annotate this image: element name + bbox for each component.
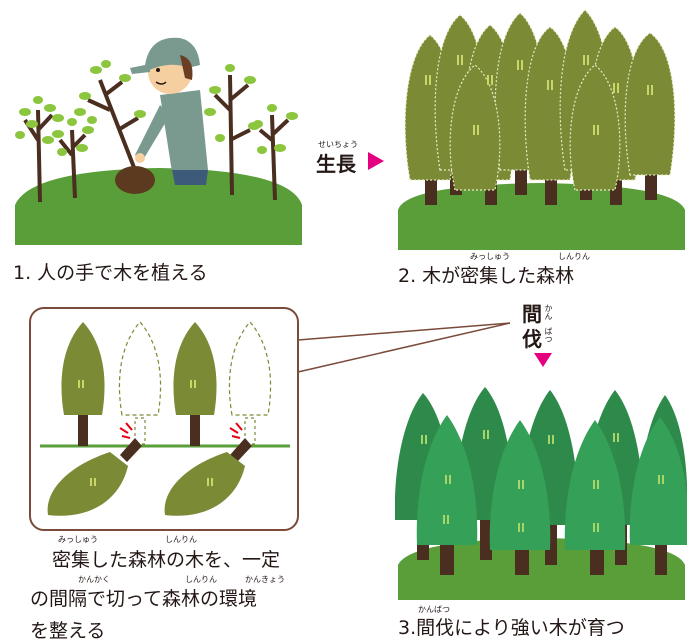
planting-illustration: [15, 37, 302, 245]
explanation-line2: の間隔で切って森林の環境: [30, 588, 258, 610]
sapling-icon: [58, 129, 87, 199]
ruby-shinrin-note2: しんりん: [185, 575, 217, 584]
explanation-line1: 密集した森林の木を、一定: [52, 549, 281, 571]
ruby-shinrin-2: しんりん: [558, 252, 590, 261]
ruby-kankyou: かんきょう: [245, 575, 285, 584]
result-forest-illustration: [395, 387, 687, 600]
ruby-missyu-note: みっしゅう: [58, 535, 98, 544]
explanation-line3: を整える: [30, 620, 106, 642]
caption-result: 3.間伐により強い木が育つ: [398, 617, 625, 639]
growth-label: 生長: [316, 152, 356, 176]
root-ball: [115, 166, 155, 194]
farmer-figure: [130, 37, 208, 185]
arrow-down-icon: [534, 353, 552, 367]
dense-forest-illustration: [398, 9, 685, 250]
thinning-label-1: 間: [522, 302, 542, 326]
thinning-label-2: 伐: [522, 327, 542, 351]
ruby-shinrin-note1: しんりん: [165, 535, 197, 544]
ruby-kanbatsu: かんばつ: [418, 605, 450, 614]
cut-tree-icon: [47, 438, 252, 516]
ruby-missyu-2: みっしゅう: [470, 252, 510, 261]
ruby-batsu: ばつ: [544, 327, 553, 343]
ruby-growth: せいちょう: [318, 140, 358, 149]
caption-dense: 2. 木が密集した森林: [398, 265, 575, 287]
ruby-kankaku: かんかく: [78, 575, 110, 584]
caption-planting: 1. 人の手で木を植える: [13, 262, 208, 284]
arrow-right-icon: [368, 152, 384, 170]
ruby-kan: かん: [544, 304, 553, 320]
